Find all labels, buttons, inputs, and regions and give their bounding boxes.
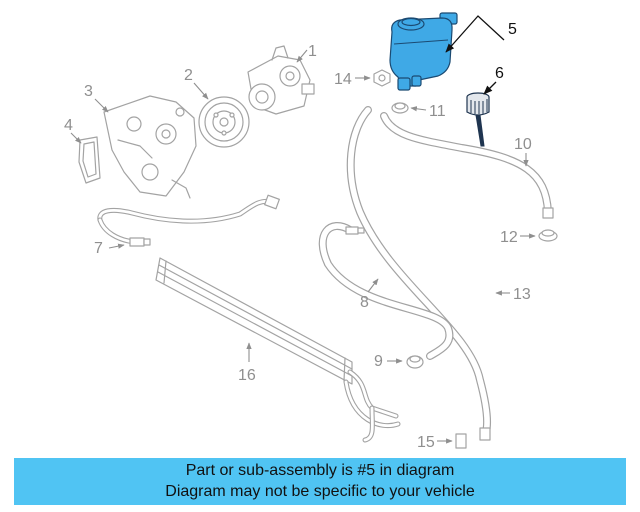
callout-numbers: 1 2 3 4 5 6 7 8 9 10 11 12 13 14 15 16 xyxy=(64,21,532,451)
leader-2 xyxy=(193,82,209,100)
leader-4 xyxy=(70,132,82,144)
callout-15: 15 xyxy=(417,434,435,451)
part-15-drawing xyxy=(455,427,491,449)
callout-3: 3 xyxy=(84,83,93,100)
part-4-drawing xyxy=(78,136,101,184)
part-2-drawing xyxy=(198,96,250,148)
leader-6 xyxy=(483,81,497,95)
part-5-reservoir-drawing xyxy=(389,12,458,91)
part-11-drawing xyxy=(391,102,409,114)
callout-5: 5 xyxy=(508,21,517,38)
part-7-drawing xyxy=(97,194,280,247)
info-banner: Part or sub-assembly is #5 in diagram Di… xyxy=(14,458,626,505)
leader-1 xyxy=(296,49,308,63)
part-6-cap-drawing xyxy=(466,92,490,147)
leader-lines xyxy=(70,15,536,444)
banner-line-1: Part or sub-assembly is #5 in diagram xyxy=(185,462,455,479)
part-14-drawing xyxy=(373,69,391,87)
callout-4: 4 xyxy=(64,117,73,134)
banner-line-2: Diagram may not be specific to your vehi… xyxy=(165,483,475,500)
callout-12: 12 xyxy=(500,229,518,246)
callout-8: 8 xyxy=(360,294,369,311)
part-9-drawing xyxy=(406,355,424,369)
callout-16: 16 xyxy=(238,367,256,384)
part-13-drawing xyxy=(346,106,492,436)
callout-13: 13 xyxy=(513,286,531,303)
leader-5 xyxy=(445,15,505,53)
part-8-drawing xyxy=(318,222,454,360)
callout-1: 1 xyxy=(308,43,317,60)
part-16-drawing xyxy=(155,257,401,443)
part-10-drawing xyxy=(380,112,554,219)
callout-7: 7 xyxy=(94,240,103,257)
callout-10: 10 xyxy=(514,136,532,153)
part-12-drawing xyxy=(538,229,558,242)
leader-7 xyxy=(108,243,125,249)
leader-11 xyxy=(410,106,427,112)
callout-2: 2 xyxy=(184,67,193,84)
part-3-drawing xyxy=(103,95,197,199)
callout-11: 11 xyxy=(429,103,446,120)
callout-6: 6 xyxy=(495,65,504,82)
part-1-drawing xyxy=(247,45,315,115)
callout-9: 9 xyxy=(374,353,383,370)
leader-3 xyxy=(94,98,109,113)
callout-14: 14 xyxy=(334,71,352,88)
leader-8 xyxy=(367,278,379,293)
